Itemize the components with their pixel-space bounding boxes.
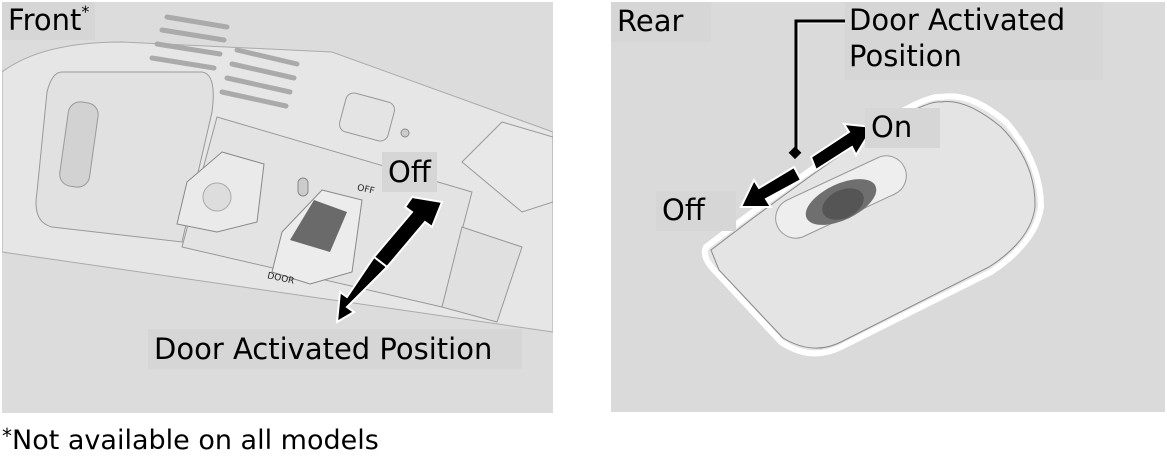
front-light-illustration: OFF DOOR Front* Off Door Activated Posit… — [2, 2, 553, 413]
front-off-label: Off — [382, 152, 437, 192]
front-door-activated-label: Door Activated Position — [148, 329, 523, 369]
rear-title: Rear — [611, 2, 711, 42]
front-title-text: Front — [8, 3, 82, 37]
footnote-marker: * — [81, 2, 90, 21]
rear-off-label: Off — [656, 191, 736, 231]
rear-light-illustration: Rear Door Activated Position On Off — [611, 2, 1165, 412]
double-arrow-icon — [335, 195, 444, 324]
footnote-text: Not available on all models — [12, 425, 379, 456]
front-console-drawing — [2, 2, 553, 413]
footnote-marker: * — [2, 424, 12, 448]
rear-door-activated-line1: Door Activated — [849, 3, 1066, 37]
double-arrow-icon — [739, 122, 875, 208]
rear-door-activated-line2: Position — [849, 39, 962, 73]
footnote: *Not available on all models — [2, 424, 379, 458]
front-title: Front* — [2, 2, 96, 40]
rear-on-label: On — [865, 108, 940, 148]
rear-door-activated-label: Door Activated Position — [845, 2, 1103, 80]
